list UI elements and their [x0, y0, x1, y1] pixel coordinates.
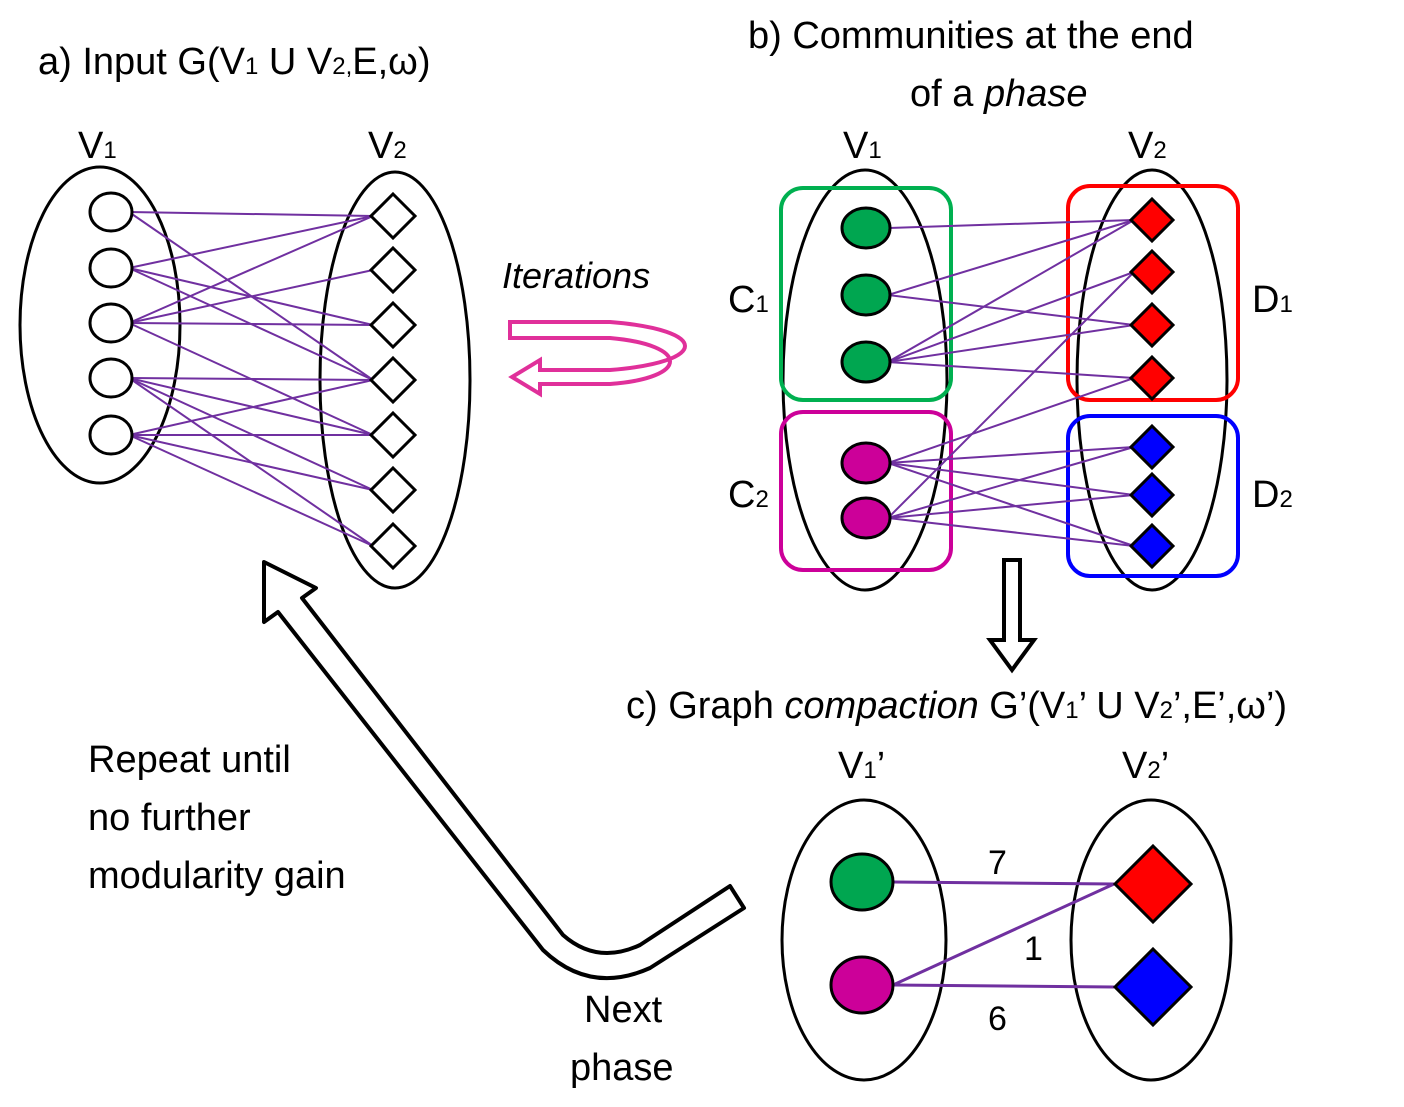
- panel-c-v2-node-1: [1112, 946, 1194, 1028]
- panel-b-edge-10: [887, 494, 1135, 519]
- community-c1-label: C1: [728, 279, 769, 321]
- panel-b-edge-14: [887, 517, 1135, 547]
- panel-b-edge-5: [887, 361, 1135, 379]
- community-d2-label: D2: [1252, 474, 1293, 516]
- panel-a-v2-node-5: [368, 465, 418, 515]
- panel-b-v2-node-6: [1128, 522, 1176, 570]
- panel-c-v2-node-0: [1112, 843, 1194, 925]
- panel-a-edge-14: [128, 267, 374, 381]
- panel-b-v2-node-1: [1128, 248, 1176, 296]
- panel-b-edge-13: [887, 324, 1135, 363]
- panel-b-v1-node-2: [840, 340, 892, 384]
- panel-b-v2-node-5: [1128, 471, 1176, 519]
- next-phase-line2: phase: [570, 1047, 674, 1089]
- panel-c-nodes: [829, 843, 1194, 1028]
- panel-a-v1-node-0: [88, 191, 134, 233]
- panel-b-edge-7: [887, 462, 1135, 496]
- panel-a-v1-ellipse: [18, 165, 182, 485]
- panel-b-v2-node-3: [1128, 354, 1176, 402]
- panel-b-title-line2: of a phase: [910, 73, 1088, 115]
- panel-b-edge-11: [887, 271, 1135, 519]
- panel-b-v2-node-0: [1128, 196, 1176, 244]
- panel-c-v2-ellipse: [1069, 798, 1233, 1082]
- panel-b-edge-9: [887, 446, 1135, 519]
- repeat-note-line2: no further: [88, 797, 251, 839]
- edge-weight-6: 6: [988, 1000, 1007, 1038]
- panel-a-nodes: [88, 191, 418, 571]
- panel-c-v1-node-1: [829, 955, 895, 1015]
- panel-b-v1-label: V1: [843, 125, 882, 167]
- panel-a-v2-node-4: [368, 410, 418, 460]
- panel-b-edges: [887, 219, 1135, 547]
- panel-a-v2-node-0: [368, 191, 418, 241]
- panel-c-edge-weight-6: [892, 983, 1115, 989]
- panel-a-v2-node-6: [368, 521, 418, 571]
- panel-b-edge-2: [887, 294, 1135, 326]
- panel-c-edge-weight-1: [892, 882, 1115, 987]
- panel-b-edge-8: [887, 462, 1135, 547]
- panel-c-v2-label: V2’: [1122, 745, 1169, 787]
- panel-b-v2-label: V2: [1128, 125, 1167, 167]
- next-phase-line1: Next: [584, 989, 663, 1031]
- panel-a-edges: [128, 211, 374, 547]
- panel-a-edge-15: [128, 377, 374, 547]
- panel-b-title-line1: b) Communities at the end: [748, 15, 1194, 57]
- panel-c-title: c) Graph compaction G’(V1’ U V2’,E’,ω’): [626, 685, 1287, 727]
- panel-a-edge-2: [128, 215, 374, 269]
- panel-a-edge-5: [128, 269, 374, 324]
- community-d1-label: D1: [1252, 279, 1293, 321]
- panel-c-edge-weight-7: [892, 880, 1115, 886]
- panel-b-nodes: [840, 196, 1176, 570]
- panel-a-v2-label: V2: [368, 125, 407, 167]
- panel-b-v1-node-0: [840, 206, 892, 250]
- panel-b-v2-node-2: [1128, 301, 1176, 349]
- panel-b-v2-node-4: [1128, 423, 1176, 471]
- panel-a-v1-node-4: [88, 414, 134, 456]
- repeat-note-line3: modularity gain: [88, 855, 346, 897]
- panel-a-edge-11: [128, 379, 374, 436]
- panel-b-v2-ellipse: [1075, 168, 1229, 592]
- community-c1-box: [779, 186, 953, 402]
- panel-b-edge-12: [887, 377, 1135, 464]
- next-phase-return-arrow: [262, 560, 746, 981]
- panel-c-v1-label: V1’: [838, 745, 885, 787]
- panel-a-edge-0: [128, 211, 374, 217]
- panel-a-edge-8: [128, 377, 374, 381]
- panel-b-v1-node-1: [840, 273, 892, 317]
- panel-a-v1-node-3: [88, 357, 134, 399]
- community-d2-box: [1066, 414, 1240, 578]
- panel-a-title: a) Input G(V1 U V2,E,ω): [38, 41, 431, 83]
- iterations-loop-arrow: [508, 320, 687, 398]
- community-c2-label: C2: [728, 474, 769, 516]
- panel-b-edge-3: [887, 219, 1135, 363]
- panel-a-v2-node-1: [368, 245, 418, 295]
- panel-c-edges: [892, 880, 1115, 989]
- repeat-note-line1: Repeat until: [88, 739, 291, 781]
- panel-c-v1-node-0: [829, 852, 895, 912]
- panel-b-edge-4: [887, 271, 1135, 363]
- iterations-label: Iterations: [502, 255, 650, 296]
- edge-weight-1: 1: [1024, 930, 1043, 968]
- panel-b-v1-node-4: [840, 496, 892, 540]
- edge-weight-7: 7: [988, 844, 1007, 882]
- panel-a-v2-node-2: [368, 300, 418, 350]
- panel-a-v1-node-1: [88, 247, 134, 289]
- panel-b-edge-0: [887, 219, 1135, 229]
- panel-a-v1-node-2: [88, 302, 134, 344]
- community-c2-box: [779, 410, 953, 572]
- panel-a-v1-label: V1: [78, 125, 117, 167]
- panel-c-v1-ellipse: [780, 798, 948, 1082]
- panel-b-v1-node-3: [840, 441, 892, 485]
- panel-a-edge-4: [128, 215, 374, 324]
- down-arrow: [986, 558, 1038, 674]
- panel-b-edge-1: [887, 219, 1135, 296]
- panel-b-edge-6: [887, 446, 1135, 464]
- panel-a-v2-node-3: [368, 355, 418, 405]
- panel-a-edge-13: [128, 434, 374, 547]
